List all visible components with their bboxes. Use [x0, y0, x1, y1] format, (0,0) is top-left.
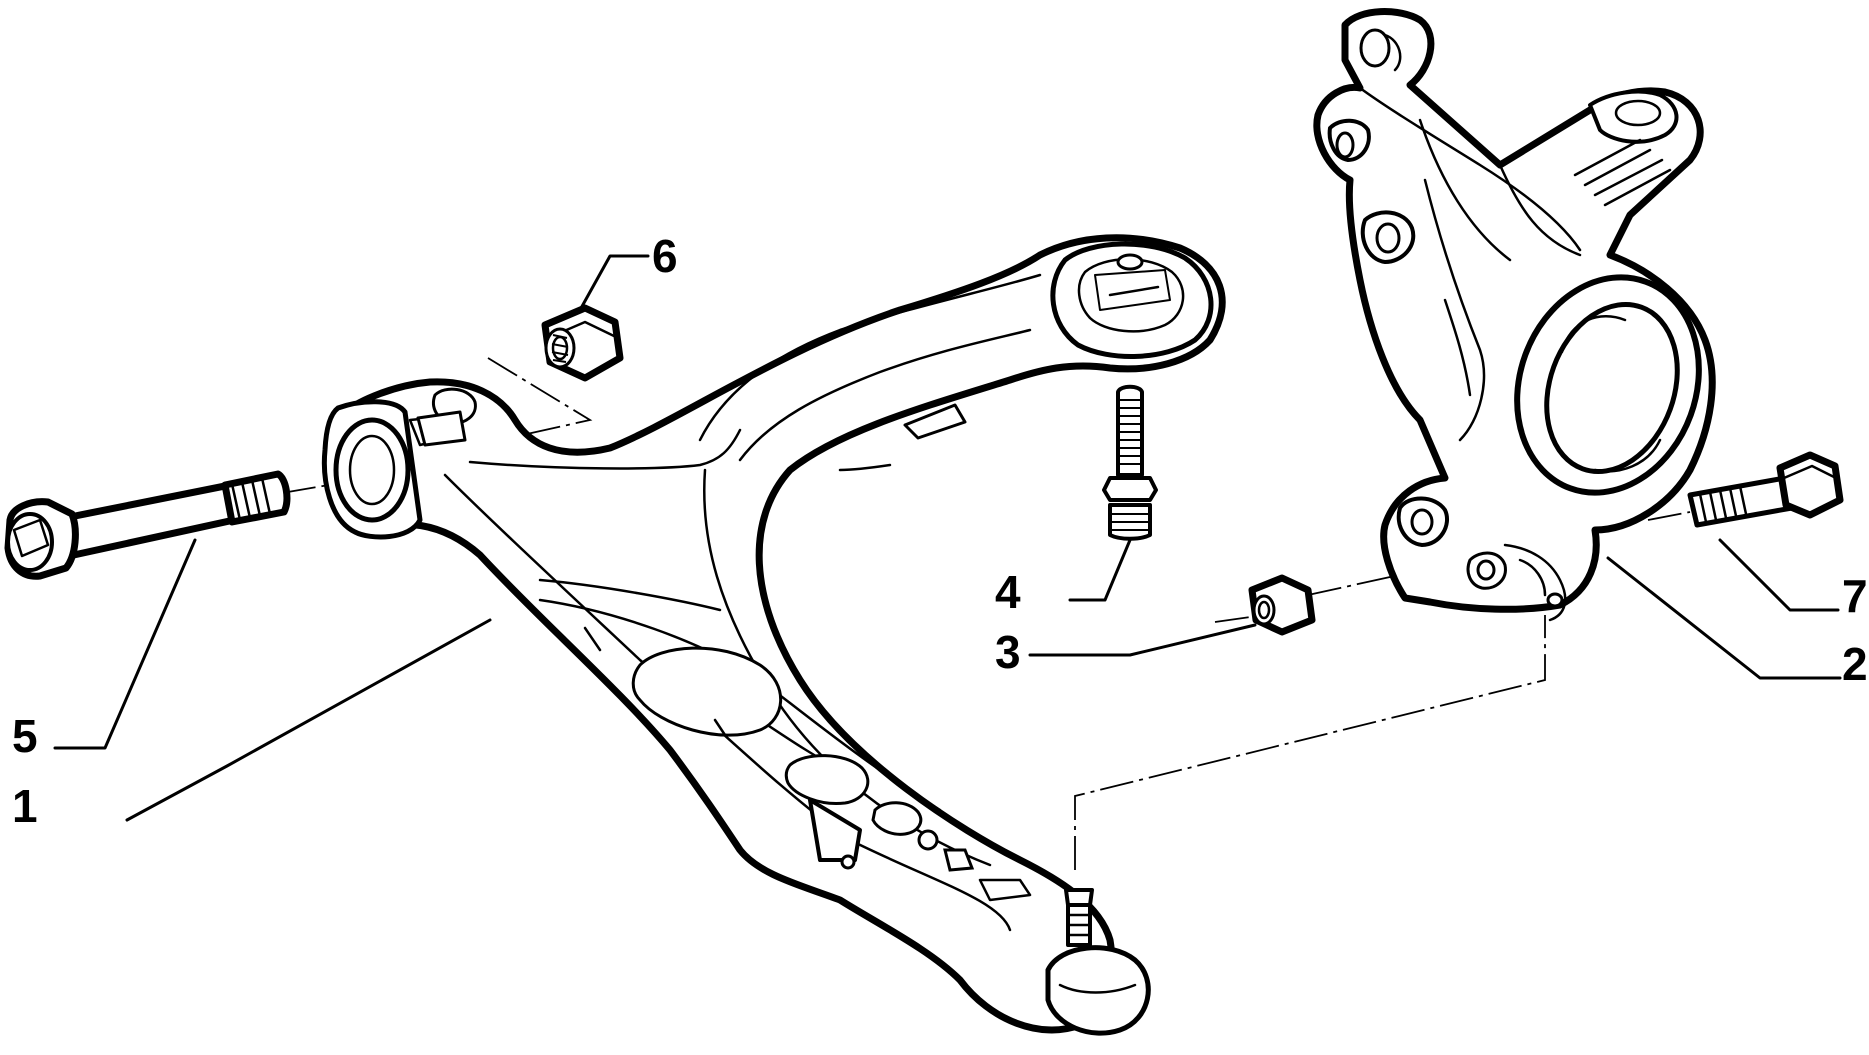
callout-numbers: 1 2 3 4 5 6 7 — [12, 230, 1868, 832]
leader-lines — [53, 254, 1842, 822]
bolt-7 — [1687, 451, 1844, 528]
ball-joint — [1045, 888, 1151, 1036]
steering-knuckle — [1313, 8, 1716, 622]
bolt-5 — [4, 470, 291, 580]
callout-4: 4 — [995, 566, 1021, 618]
front-bush-eye — [903, 241, 1214, 440]
callout-6: 6 — [652, 230, 678, 282]
leader-5 — [53, 538, 197, 750]
nut-3 — [1248, 574, 1316, 636]
leader-4 — [1068, 538, 1132, 602]
lower-control-arm — [324, 234, 1226, 1034]
nut-6 — [541, 304, 624, 382]
leader-1 — [125, 618, 492, 822]
callout-2: 2 — [1842, 638, 1868, 690]
leader-3 — [1028, 623, 1257, 657]
stud-4 — [1102, 384, 1158, 541]
callout-5: 5 — [12, 710, 38, 762]
callout-7: 7 — [1842, 570, 1868, 622]
rear-bush-housing — [321, 387, 477, 540]
leader-2 — [1606, 556, 1842, 680]
callout-3: 3 — [995, 626, 1021, 678]
callout-1: 1 — [12, 780, 38, 832]
leader-6 — [578, 254, 650, 312]
leader-7 — [1718, 538, 1840, 612]
